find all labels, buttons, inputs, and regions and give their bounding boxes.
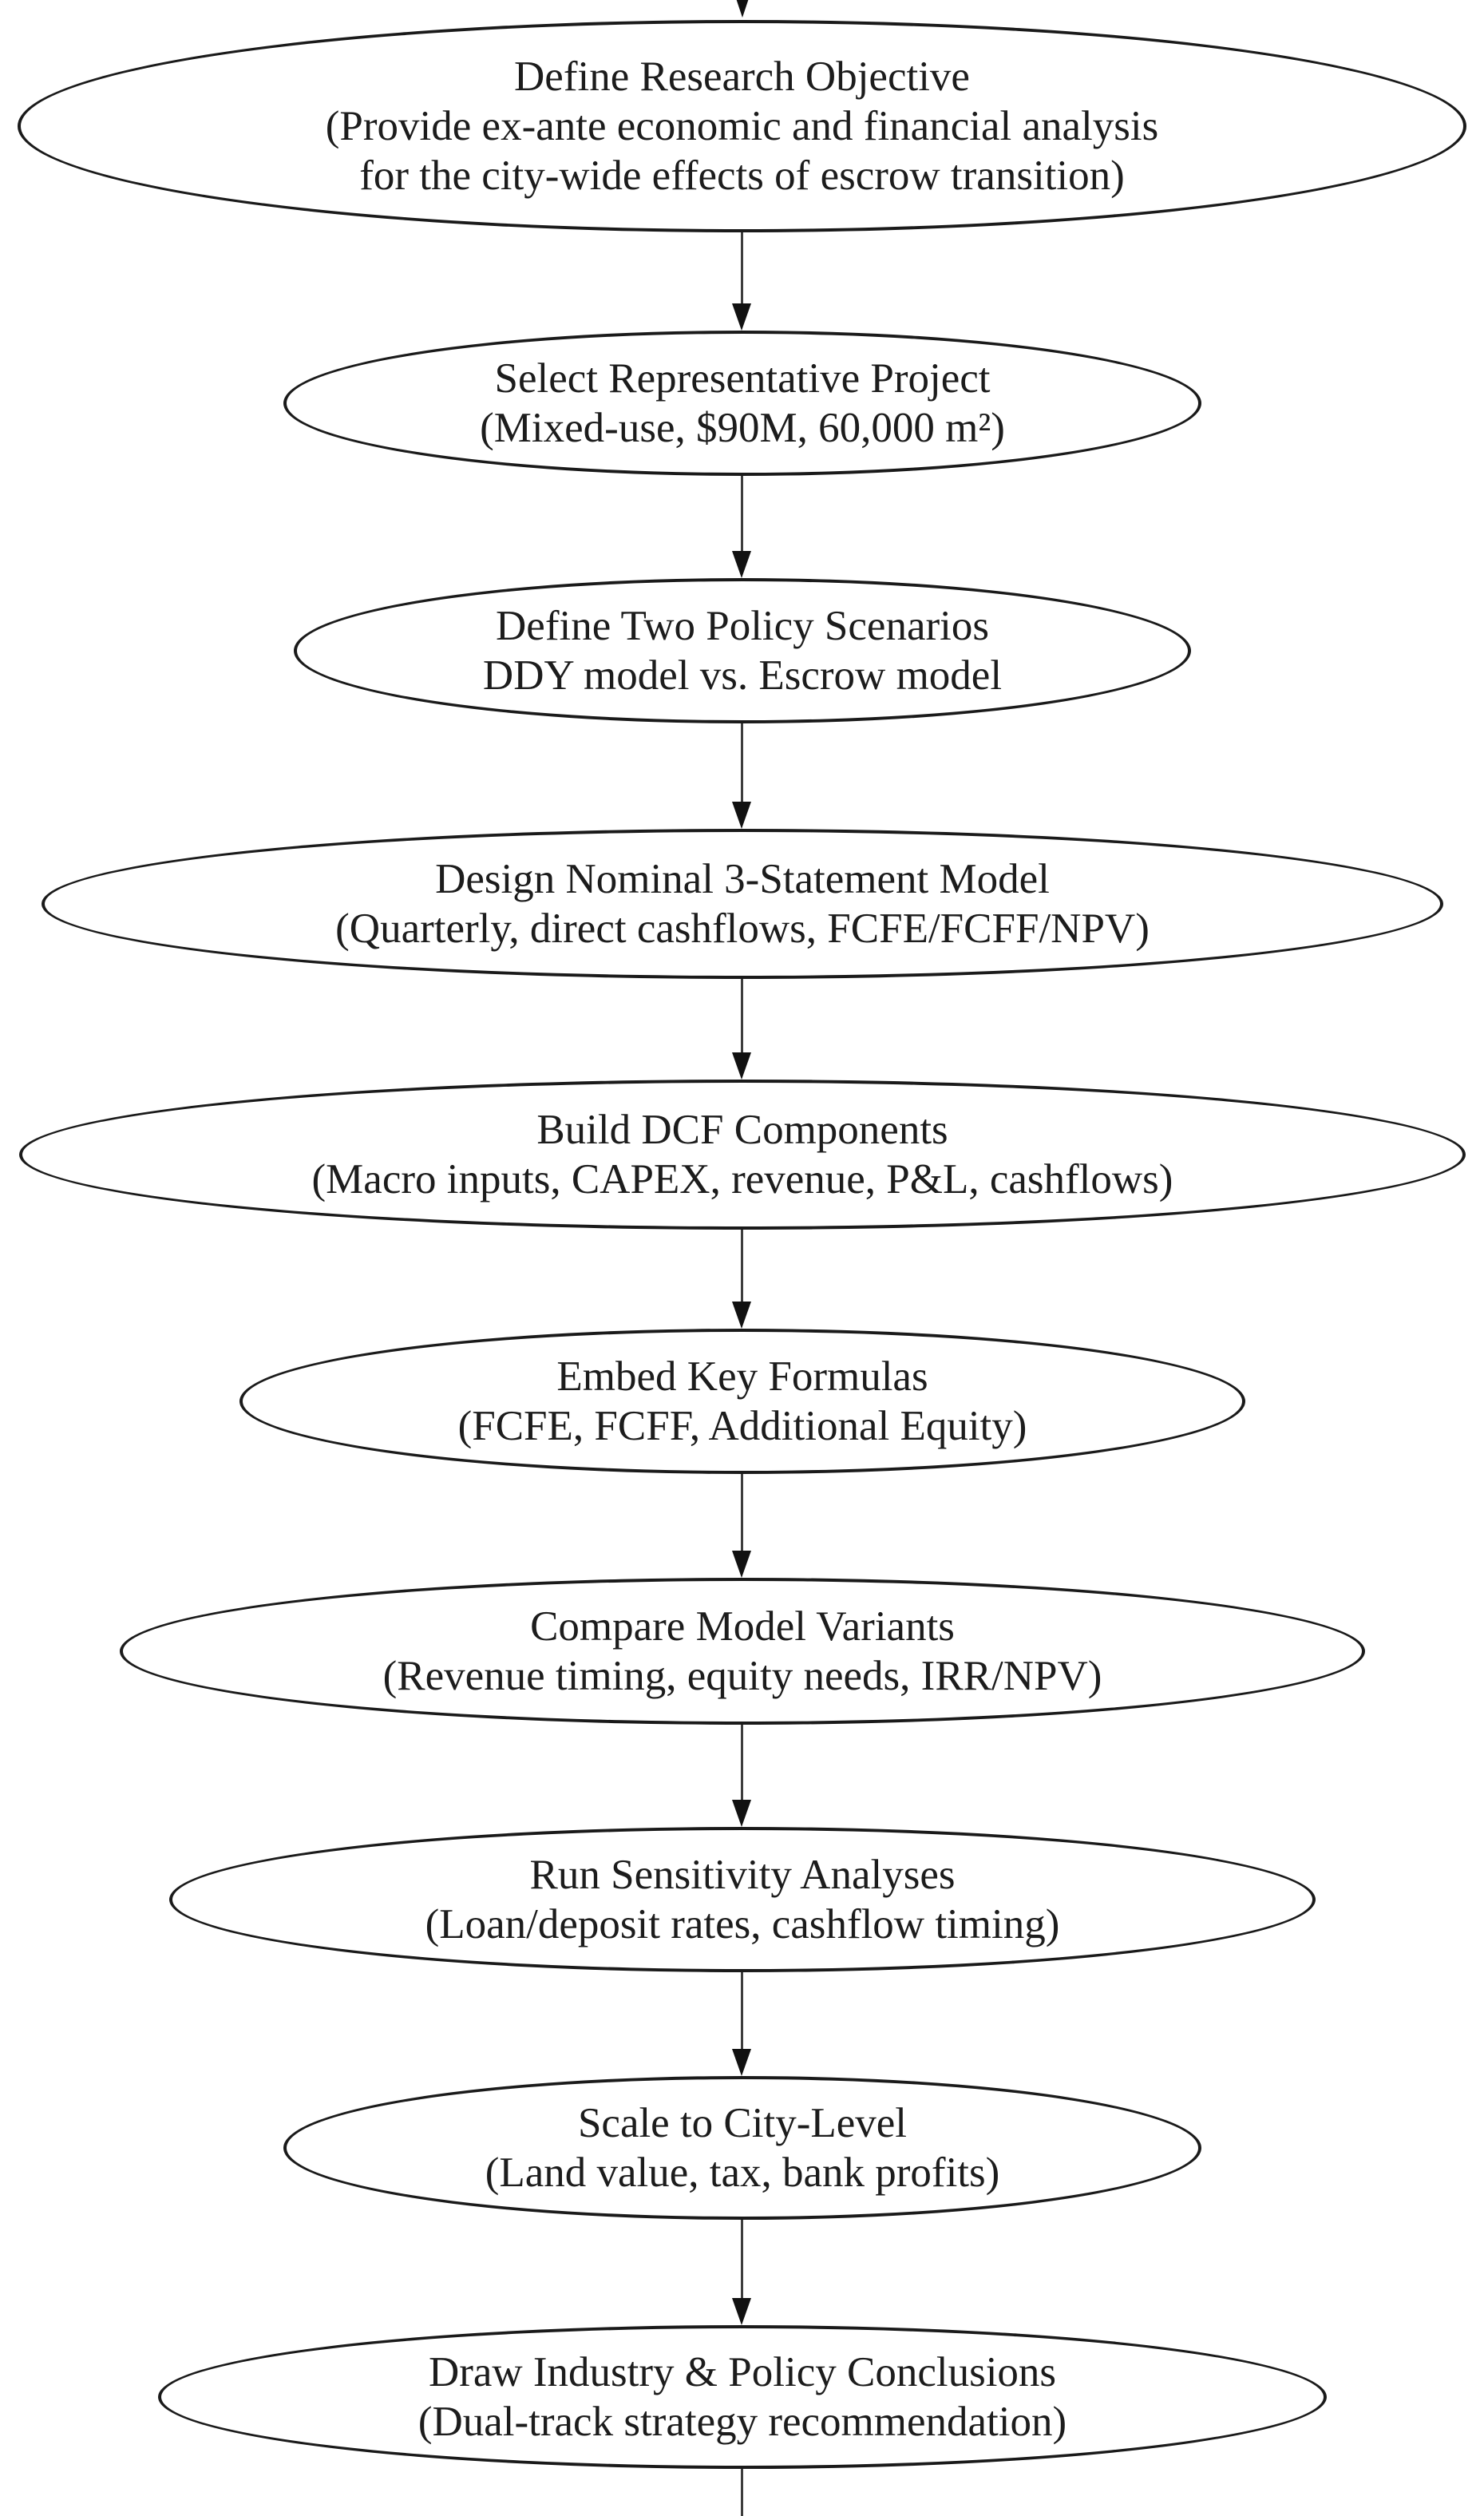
arrowhead-icon [732,802,751,829]
node-subtitle: (Loan/deposit rates, cashflow timing) [425,1901,1060,1947]
arrowhead-icon [732,551,751,578]
flow-node-build-dcf-components: Build DCF Components (Macro inputs, CAPE… [19,1080,1466,1230]
arrow-shaft [741,232,743,307]
arrowhead-icon [732,1302,751,1329]
node-subtitle: (Mixed-use, $90M, 60,000 m²) [480,405,1005,451]
arrow-shaft [741,2469,743,2516]
node-title: Design Nominal 3-Statement Model [435,856,1050,902]
node-subtitle: (Macro inputs, CAPEX, revenue, P&L, cash… [311,1156,1173,1203]
arrowhead-icon [732,2049,751,2076]
arrow-shaft [741,1230,743,1305]
arrowhead-icon [732,303,751,331]
node-subtitle: (Quarterly, direct cashflows, FCFE/FCFF/… [335,905,1150,952]
arrowhead-icon [733,0,752,18]
node-title: Draw Industry & Policy Conclusions [428,2349,1057,2395]
flow-arrow [732,1474,751,1578]
node-title: Scale to City-Level [577,2100,908,2146]
flow-arrow [732,979,751,1080]
node-subtitle: for the city-wide effects of escrow tran… [359,153,1125,199]
flow-node-draw-industry-policy-conclusions: Draw Industry & Policy Conclusions (Dual… [158,2325,1327,2469]
arrowhead-icon [732,1052,751,1080]
arrow-shaft [741,1474,743,1554]
flow-node-scale-to-city-level: Scale to City-Level (Land value, tax, ba… [283,2076,1201,2220]
flow-arrow [732,2220,751,2325]
flow-arrow [732,1230,751,1329]
flow-node-compare-model-variants: Compare Model Variants (Revenue timing, … [120,1578,1365,1725]
node-title: Run Sensitivity Analyses [529,1852,956,1898]
arrowhead-icon [732,2298,751,2325]
flow-arrow [732,476,751,578]
node-subtitle: (Revenue timing, equity needs, IRR/NPV) [382,1653,1102,1699]
flow-node-run-sensitivity-analyses: Run Sensitivity Analyses (Loan/deposit r… [169,1827,1316,1972]
node-title: Define Two Policy Scenarios [496,603,989,649]
node-title: Define Research Objective [514,53,970,100]
flow-arrow [732,723,751,829]
node-title: Select Representative Project [494,355,991,402]
arrow-shaft [741,1725,743,1803]
arrow-shaft [741,979,743,1056]
arrowhead-icon [732,1551,751,1578]
flow-node-define-research-objective: Define Research Objective (Provide ex-an… [18,20,1466,232]
arrow-shaft [741,723,743,805]
flow-arrow [732,1972,751,2076]
flow-node-embed-key-formulas: Embed Key Formulas (FCFE, FCFF, Addition… [239,1329,1245,1474]
node-subtitle: (Land value, tax, bank profits) [485,2149,1000,2196]
node-subtitle: DDY model vs. Escrow model [482,652,1003,699]
flow-node-define-two-policy-scenarios: Define Two Policy Scenarios DDY model vs… [294,578,1191,723]
flow-node-design-nominal-3-statement-model: Design Nominal 3-Statement Model (Quarte… [42,829,1443,979]
flow-node-select-representative-project: Select Representative Project (Mixed-use… [283,331,1201,476]
arrow-shaft [741,2220,743,2301]
node-subtitle: (FCFE, FCFF, Additional Equity) [457,1403,1027,1449]
flow-arrow [732,232,751,331]
arrow-shaft [741,476,743,554]
node-subtitle: (Dual-track strategy recommendation) [417,2399,1067,2445]
node-subtitle: (Provide ex-ante economic and financial … [325,103,1159,149]
arrowhead-icon [732,1800,751,1827]
arrow-shaft [741,1972,743,2052]
node-title: Embed Key Formulas [556,1353,928,1400]
flow-arrow [732,1725,751,1827]
flow-edge-stub [741,2469,743,2516]
node-title: Compare Model Variants [530,1603,955,1650]
node-title: Build DCF Components [536,1107,948,1153]
